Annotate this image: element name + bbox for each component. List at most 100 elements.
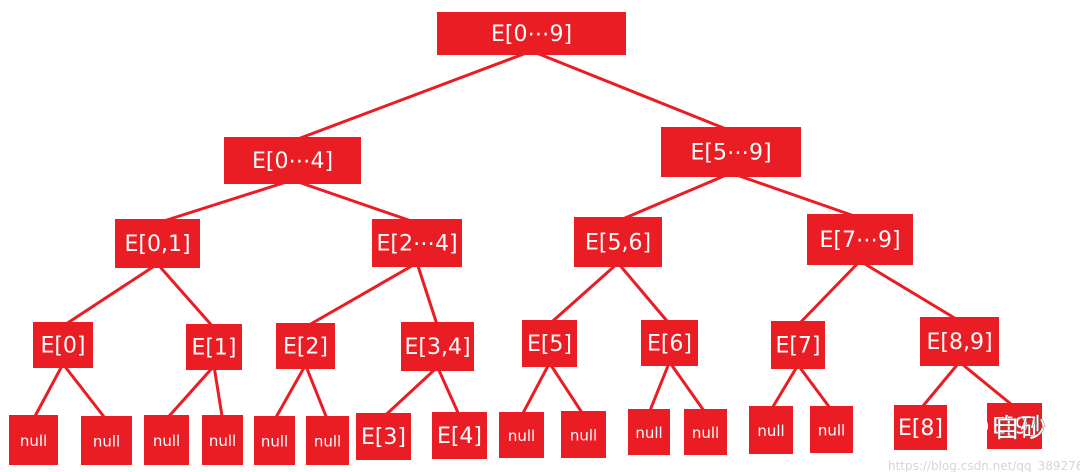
node-box [894, 405, 947, 450]
tree-node-n5-6: E[5,6] [574, 217, 662, 267]
tree-node-null-6a: null [628, 409, 670, 455]
node-label: null [209, 432, 236, 450]
tree-node-n0-4: E[0⋯4] [224, 137, 361, 184]
node-label: null [692, 424, 719, 442]
node-label: E[5] [527, 332, 572, 357]
tree-node-null-1a: null [144, 415, 189, 465]
edge-n8-9-to-n9 [958, 360, 1016, 409]
node-label: null [635, 424, 662, 442]
node-box [202, 415, 243, 465]
edge-n6-to-null-6b [668, 360, 707, 415]
node-label: null [20, 432, 47, 450]
tree-node-n3: E[3] [356, 413, 411, 460]
tree-node-null-5b: null [561, 411, 606, 458]
edge-n8-9-to-n8 [919, 360, 961, 411]
node-box [9, 415, 58, 465]
edge-n5-to-null-5a [520, 361, 551, 418]
node-label: null [314, 433, 341, 451]
node-box [356, 413, 411, 460]
node-box [628, 409, 670, 455]
node-label: E[0⋯9] [491, 22, 572, 47]
edge-n2-4-to-n3-4 [415, 261, 439, 328]
node-label: E[2] [283, 335, 328, 360]
node-box [807, 214, 913, 265]
edge-n0-4-to-n2-4 [291, 178, 419, 225]
edge-n5-6-to-n5 [548, 261, 620, 326]
node-label: E[2⋯4] [376, 232, 457, 257]
node-label: E[7⋯9] [819, 228, 900, 253]
node-label: E[7] [775, 334, 820, 359]
tree-node-n6: E[6] [641, 320, 698, 366]
watermark-url-text: https://blog.csdn.net/qq_38927624 [888, 459, 1080, 472]
edge-n5-6-to-n6 [616, 261, 671, 326]
tree-node-n0-9: E[0⋯9] [437, 12, 626, 55]
tree-node-null-1b: null [202, 415, 243, 465]
tree-node-n4: E[4] [432, 412, 487, 459]
node-box [499, 412, 544, 458]
edge-n0-4-to-n0-1 [156, 178, 294, 225]
node-box [641, 320, 698, 366]
edge-n0-9-to-n0-4 [291, 49, 533, 143]
node-box [33, 322, 93, 368]
tree-node-null-7a: null [749, 406, 793, 454]
node-label: null [508, 427, 535, 445]
edge-n2-to-null-2a [273, 363, 307, 422]
node-label: E[1] [191, 336, 236, 361]
node-box [661, 127, 801, 177]
node-label: E[0⋯4] [252, 149, 333, 174]
node-label: null [757, 422, 784, 440]
node-label: null [818, 422, 845, 440]
edge-n1-to-null-1b [212, 364, 224, 421]
node-label: E[5,6] [585, 231, 651, 256]
tree-node-null-0a: null [9, 415, 58, 465]
node-box [254, 416, 295, 465]
watermark: 自砂 https://blog.csdn.net/qq_38927624 [888, 414, 1080, 472]
tree-node-null-2b: null [306, 416, 349, 465]
tree-node-n8-9: E[8,9] [920, 317, 999, 366]
edge-n1-to-null-1a [165, 364, 216, 421]
node-box [920, 317, 999, 366]
edge-n0-to-null-0a [32, 362, 65, 421]
node-box [144, 415, 189, 465]
edge-n3-4-to-n3 [382, 365, 439, 419]
tree-node-null-0b: null [81, 416, 132, 465]
node-box [186, 324, 242, 370]
node-label: E[3] [361, 425, 406, 450]
edge-n0-1-to-n1 [156, 262, 216, 330]
edge-n2-to-null-2b [304, 363, 329, 422]
node-label: E[6] [647, 332, 692, 357]
node-box [372, 219, 462, 267]
node-box [276, 323, 335, 369]
node-box [561, 411, 606, 458]
tree-node-null-5a: null [499, 412, 544, 458]
node-label: E[9] [992, 415, 1037, 440]
edge-n0-9-to-n5-9 [530, 49, 733, 133]
edge-n2-4-to-n2 [304, 261, 419, 329]
watermark-brand-text: 自砂 [994, 414, 1046, 444]
edge-n5-to-null-5b [548, 361, 585, 417]
node-box [115, 219, 200, 268]
node-box [306, 416, 349, 465]
node-box [224, 137, 361, 184]
node-box [987, 403, 1042, 449]
edge-n5-9-to-n5-6 [616, 171, 733, 223]
node-label: E[4] [437, 424, 482, 449]
tree-node-n7-9: E[7⋯9] [807, 214, 913, 265]
tree-node-null-2a: null [254, 416, 295, 465]
node-label: null [261, 433, 288, 451]
node-box [432, 412, 487, 459]
node-label: E[3,4] [404, 335, 470, 360]
tree-node-n2: E[2] [276, 323, 335, 369]
tree-node-n0: E[0] [33, 322, 93, 368]
node-label: E[0] [40, 334, 85, 359]
tree-node-n1: E[1] [186, 324, 242, 370]
edge-n3-4-to-n4 [436, 365, 461, 418]
tree-node-null-6b: null [684, 409, 727, 455]
tree-edges [32, 49, 1016, 422]
edge-n5-9-to-n7-9 [729, 171, 862, 220]
edge-n7-to-null-7b [796, 363, 833, 412]
edge-n7-9-to-n7 [796, 259, 862, 327]
node-label: E[8,9] [926, 330, 992, 355]
tree-node-null-7b: null [810, 406, 853, 453]
